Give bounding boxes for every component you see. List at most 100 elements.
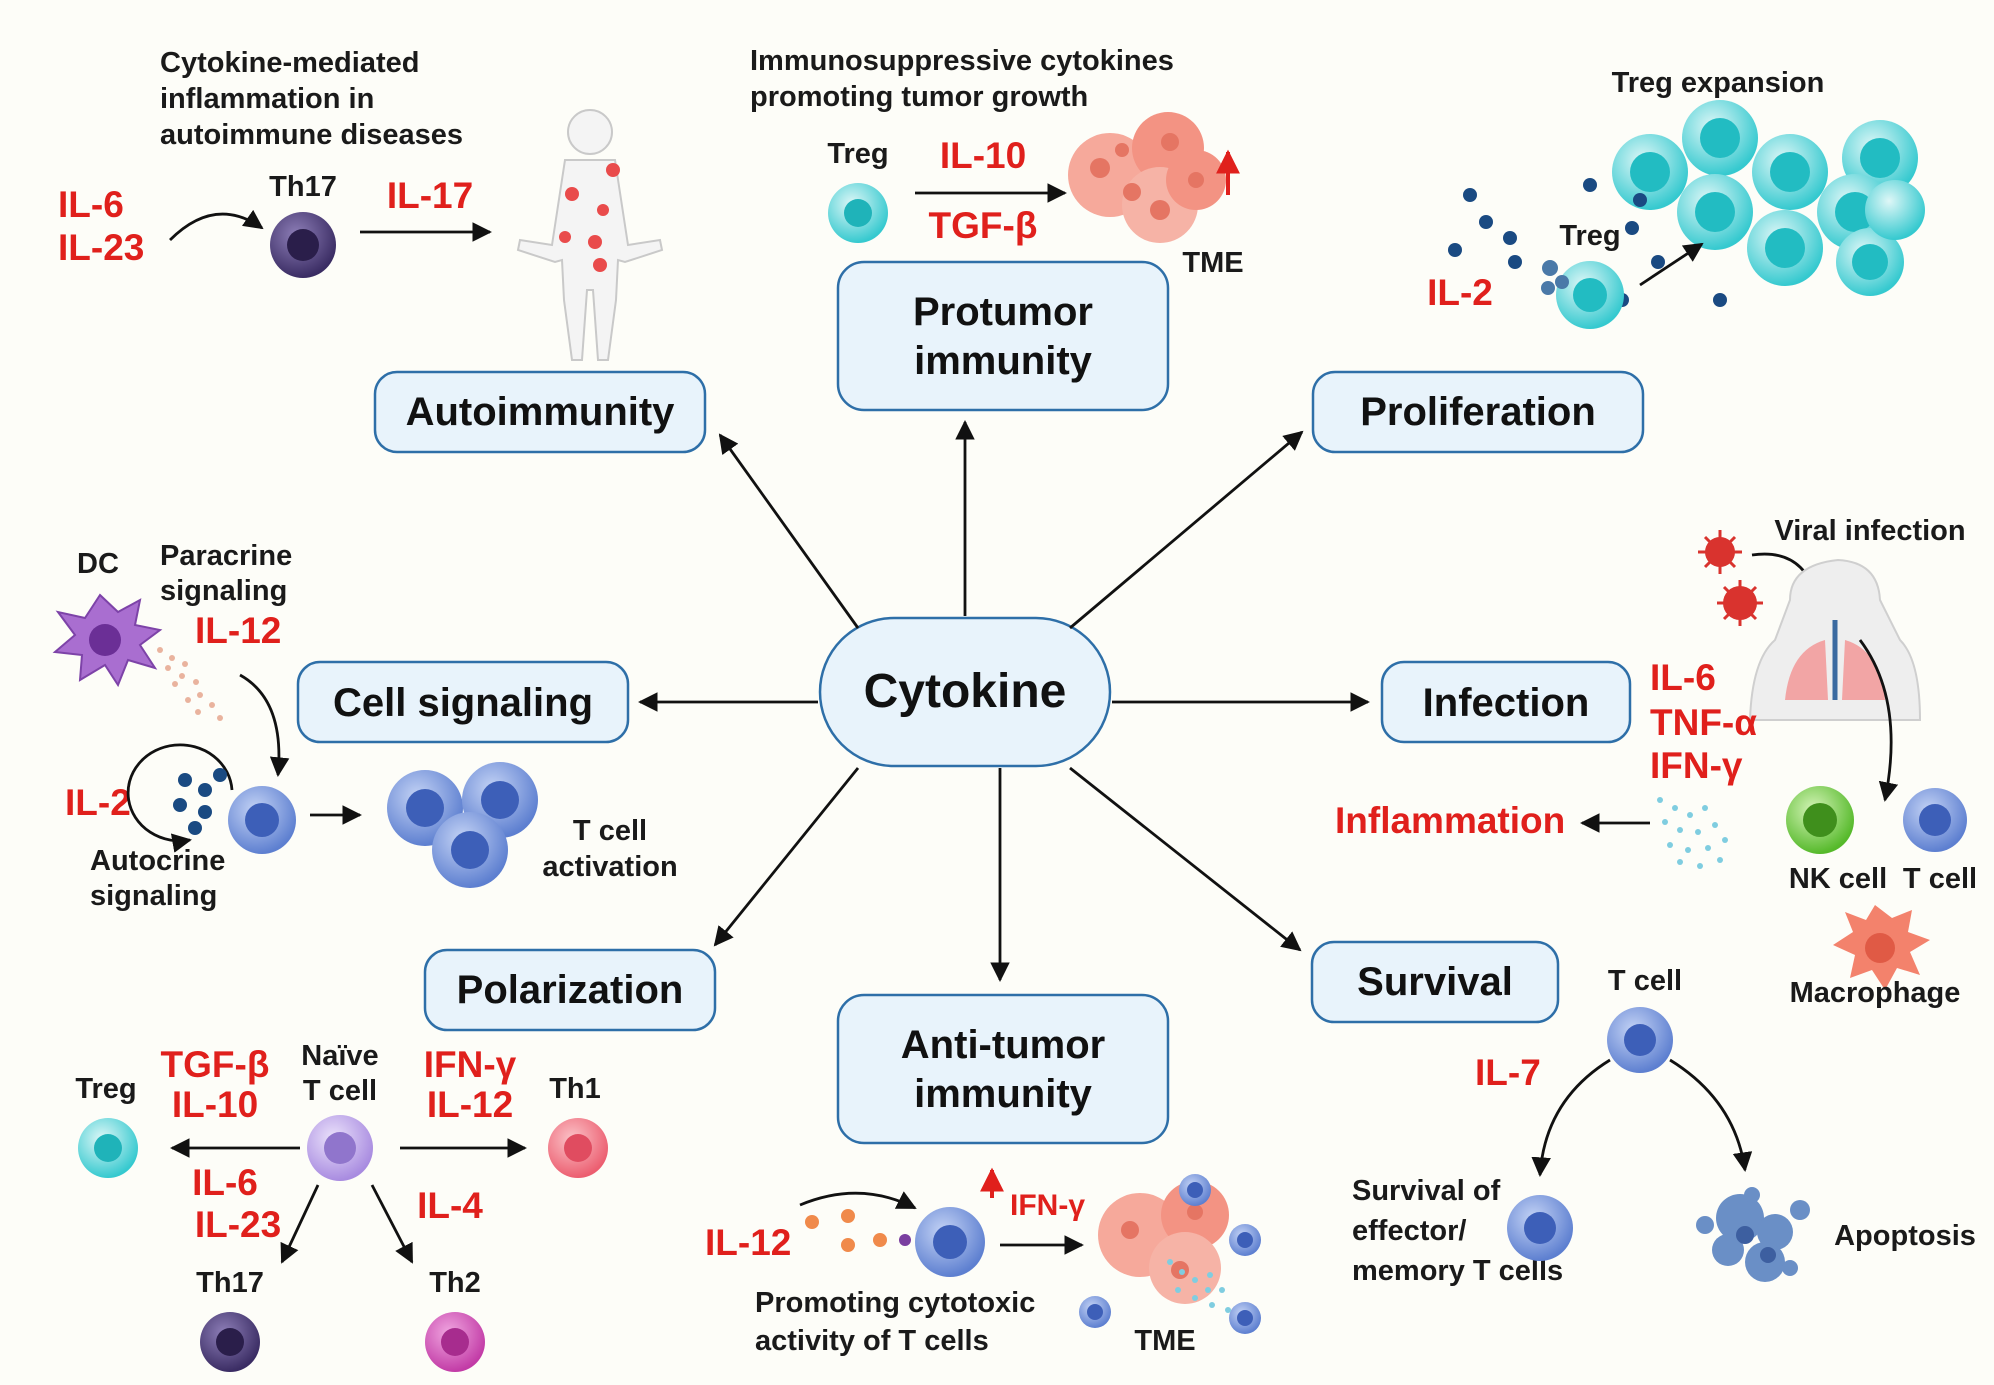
module-antitumor-box [836, 993, 1170, 1145]
arrow-to-th17 [280, 1184, 320, 1264]
tumor-icon-antitumor [1098, 1181, 1229, 1304]
antitumor-ifng: IFN-γ [1010, 1189, 1085, 1222]
inflammation-spots [559, 163, 620, 272]
antitumor-caption-2: activity of T cells [755, 1325, 989, 1357]
module-cell-signaling-label: Cell signaling [333, 681, 593, 725]
polar-th17-label: Th17 [196, 1267, 264, 1299]
survival-outcome-2: effector/ [1352, 1215, 1466, 1247]
polarization-panel: Naïve T cell Treg TGF-β IL-10 IFN-γ IL-1… [75, 1040, 608, 1372]
arrow-to-survival [1069, 766, 1302, 952]
autoimmunity-th17-label: Th17 [269, 171, 337, 203]
antitumor-cytokine-spray [1167, 1259, 1231, 1313]
autocrine-label-1: Autocrine [90, 845, 225, 877]
autoimmunity-panel: Cytokine-mediated inflammation in autoim… [58, 47, 664, 361]
naive-label-2: T cell [303, 1075, 377, 1107]
antitumor-cytokine-dots [805, 1209, 887, 1252]
module-protumor-label-2: immunity [914, 339, 1093, 383]
module-polarization-box [423, 948, 717, 1032]
arrow-to-autoimmunity [718, 433, 860, 629]
protumor-tme-label: TME [1182, 247, 1243, 279]
autoimmunity-curved-arrow [169, 209, 264, 241]
inflammation-label: Inflammation [1335, 800, 1565, 841]
autocrine-label-2: signaling [90, 880, 217, 912]
module-antitumor: Anti-tumor immunity [836, 993, 1170, 1145]
tumor-icon [1068, 112, 1226, 243]
module-proliferation: Proliferation [1311, 370, 1645, 454]
cell-signaling-panel: DC Paracrine signaling IL-12 IL-2 Autocr… [52, 540, 678, 912]
viral-to-immune-arrow [1858, 639, 1899, 802]
polar-il4: IL-4 [417, 1185, 483, 1226]
signaling-t-cell-nucleus [245, 803, 279, 837]
paracrine-label-1: Paracrine [160, 540, 292, 572]
paracrine-cytokine-dots [157, 647, 223, 721]
t-cell-activation-2: activation [542, 851, 677, 883]
arrow-to-apoptosis [1669, 1058, 1753, 1172]
arrow-to-proliferation [1069, 430, 1304, 630]
polar-il10: IL-10 [172, 1084, 258, 1125]
polar-treg-label: Treg [75, 1073, 136, 1105]
module-autoimmunity-box [373, 370, 707, 454]
treg-expansion-title: Treg expansion [1612, 67, 1825, 99]
module-protumor: Protumor immunity [836, 260, 1170, 412]
protumor-il10: IL-10 [940, 135, 1026, 176]
il12-receptor [899, 1234, 911, 1246]
module-antitumor-label-2: immunity [914, 1072, 1093, 1116]
protumor-caption-2: promoting tumor growth [750, 81, 1088, 113]
survival-panel: T cell IL-7 Survival of effector/ memory… [1352, 965, 1976, 1287]
cytokine-hub-label: Cytokine [864, 665, 1067, 718]
hub-arrows [638, 420, 1370, 982]
infection-t-cell-nucleus [1919, 804, 1951, 836]
autoimmunity-th17-nucleus [287, 229, 319, 261]
autoimmunity-input-il6: IL-6 [58, 184, 124, 225]
survival-outcome-3: memory T cells [1352, 1255, 1563, 1287]
antitumor-il12: IL-12 [705, 1222, 791, 1263]
survival-il7: IL-7 [1475, 1052, 1541, 1093]
cytokine-hub: Cytokine [818, 616, 1112, 768]
th2-label: Th2 [429, 1267, 481, 1299]
autoimmunity-input-il23: IL-23 [58, 227, 144, 268]
infection-tnfa: TNF-α [1650, 702, 1757, 743]
survival-outcome-1: Survival of [1352, 1175, 1501, 1207]
autoimmunity-caption-2: inflammation in [160, 83, 374, 115]
infection-cytokine-spray [1657, 797, 1728, 869]
module-survival-label: Survival [1357, 960, 1513, 1004]
arrow-to-survival-outcome [1531, 1058, 1611, 1177]
memory-t-cell-nucleus [1524, 1212, 1556, 1244]
il2-receptor-binding [1541, 260, 1569, 295]
paracrine-arrow [239, 673, 290, 777]
viral-infection-title: Viral infection [1774, 515, 1965, 547]
polar-th17-nucleus [216, 1328, 244, 1356]
apoptotic-cell-icon [1696, 1187, 1810, 1282]
protumor-panel: Immunosuppressive cytokines promoting tu… [750, 45, 1244, 279]
protumor-caption-1: Immunosuppressive cytokines [750, 45, 1174, 77]
paracrine-il12: IL-12 [195, 610, 281, 651]
cytokine-hub-box [818, 616, 1112, 768]
module-polarization: Polarization [423, 948, 717, 1032]
autoimmunity-caption-3: autoimmune diseases [160, 119, 463, 151]
nk-cell-nucleus [1803, 803, 1837, 837]
proliferation-treg-nucleus [1573, 278, 1607, 312]
paracrine-label-2: signaling [160, 575, 287, 607]
infection-il6: IL-6 [1650, 657, 1716, 698]
polar-il23: IL-23 [195, 1204, 281, 1245]
protumor-treg-nucleus [844, 199, 872, 227]
module-protumor-label-1: Protumor [913, 290, 1093, 334]
module-antitumor-label-1: Anti-tumor [901, 1023, 1105, 1067]
polar-ifng: IFN-γ [424, 1044, 517, 1085]
module-survival: Survival [1310, 940, 1560, 1024]
module-protumor-box [836, 260, 1170, 412]
survival-t-cell-nucleus [1624, 1024, 1656, 1056]
dc-label: DC [77, 548, 119, 580]
module-proliferation-box [1311, 370, 1645, 454]
antitumor-curved-arrow [799, 1191, 917, 1210]
activated-t-cells [387, 762, 538, 888]
antitumor-tme-label: TME [1134, 1325, 1195, 1357]
module-autoimmunity: Autoimmunity [373, 370, 707, 454]
nk-cell-label: NK cell [1789, 863, 1887, 895]
naive-t-cell-nucleus [324, 1132, 356, 1164]
t-cell-activation-1: T cell [573, 815, 647, 847]
module-cell-signaling: Cell signaling [296, 660, 630, 744]
dendritic-cell-icon [52, 593, 163, 688]
expanded-treg-cluster [1612, 100, 1925, 296]
